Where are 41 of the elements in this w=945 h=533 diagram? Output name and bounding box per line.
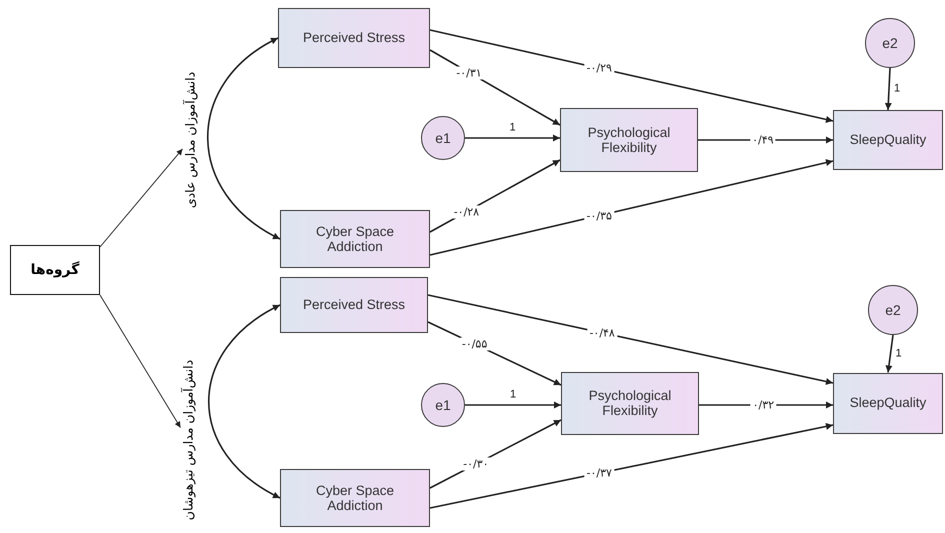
arrow: [465, 134, 560, 142]
error-circle: e2: [865, 18, 915, 68]
arrow: [207, 37, 280, 240]
edge-label: 1: [508, 122, 517, 134]
arrow: [430, 422, 834, 509]
edge-label: ۰/۴۹: [750, 134, 776, 146]
arrow: [100, 148, 183, 248]
group-label: دانش‌آموزان مدارس عادی: [182, 72, 198, 208]
variable-box: Perceived Stress: [280, 277, 428, 333]
edge-label: -۰/۲۸: [452, 205, 482, 218]
arrow: [885, 334, 894, 373]
arrow: [430, 159, 834, 256]
group-box: گروه‌ها: [10, 245, 100, 295]
variable-box: SleepQuality: [833, 372, 943, 434]
edge-label: -۰/۳۷: [584, 466, 614, 480]
variable-box: Cyber Space Addiction: [280, 469, 430, 527]
arrow: [428, 294, 834, 385]
variable-box: Psychological Flexibility: [560, 108, 698, 172]
edge-label: -۰/۳۵: [584, 209, 614, 222]
error-circle: e1: [421, 383, 465, 427]
edge-label: 1: [508, 388, 518, 402]
edge-label: -۰/۲۹: [584, 62, 614, 75]
variable-box: SleepQuality: [833, 110, 943, 170]
variable-box: Perceived Stress: [278, 8, 430, 68]
error-circle: e1: [421, 116, 465, 160]
edge-label: 1: [892, 82, 902, 96]
arrow: [884, 68, 892, 110]
arrow: [100, 294, 181, 428]
arrow: [208, 304, 280, 499]
arrow: [465, 402, 561, 408]
edge-label: -۰/۴۸: [587, 326, 617, 340]
arrow: [430, 29, 834, 123]
edge-label: -۰/۳۰: [461, 458, 491, 471]
error-circle: e2: [868, 285, 918, 335]
group-label: دانش‌آموزان مدارس تیزهوشان: [180, 360, 196, 520]
edge-label: ۰/۳۲: [750, 398, 776, 412]
edge-label: -۰/۵۵: [460, 338, 490, 351]
edge-label: -۰/۳۱: [454, 66, 484, 79]
variable-box: Psychological Flexibility: [561, 372, 699, 434]
variable-box: Cyber Space Addiction: [280, 210, 430, 268]
edge-label: 1: [894, 347, 903, 360]
